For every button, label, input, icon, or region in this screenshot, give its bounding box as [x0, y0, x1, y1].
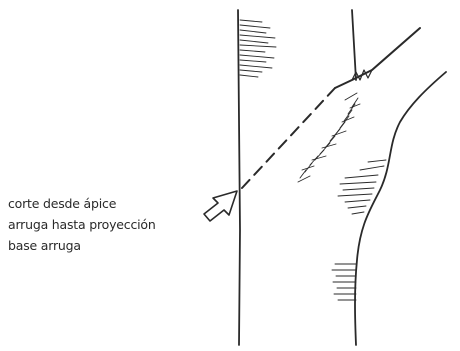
middle-vertical-line [351, 9, 357, 81]
right-contour-line [354, 71, 447, 346]
outline-arrow-icon [203, 190, 238, 222]
caption: corte desde ápice arruga hasta proyecció… [8, 193, 156, 256]
caption-line-2: arruga hasta proyección [8, 217, 156, 232]
incision-line [334, 27, 421, 89]
left-line-hatching-top [239, 19, 277, 78]
right-contour-hatching-mid [337, 159, 387, 215]
left-vertical-line [237, 9, 241, 346]
caption-line-1: corte desde ápice [8, 196, 117, 211]
caption-line-3: base arruga [8, 238, 81, 253]
fold-shading [297, 92, 361, 183]
incision-zigzag [351, 69, 373, 81]
right-contour-hatching-bottom [331, 263, 357, 301]
dashed-projection-line [241, 87, 336, 189]
